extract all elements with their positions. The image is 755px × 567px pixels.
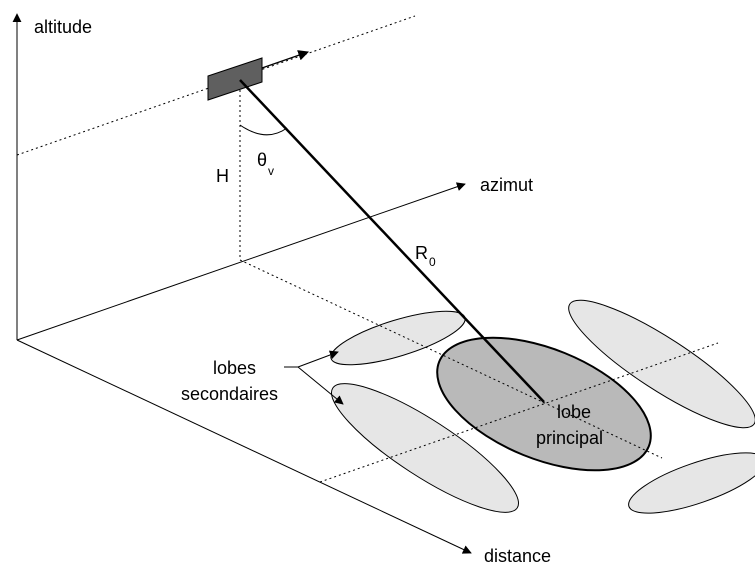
side-lobe-bottom-right	[628, 452, 755, 514]
side-lobe-pointers	[284, 350, 344, 405]
theta-label: θ	[257, 150, 267, 170]
side-lobe-bottom-left	[330, 383, 520, 513]
side-lobe-top-right	[568, 299, 755, 429]
main-lobe-label-line2: principal	[536, 428, 603, 448]
azimuth-label: azimut	[480, 175, 533, 195]
main-lobe	[436, 336, 652, 472]
distance-label: distance	[484, 546, 551, 566]
height-label: H	[216, 166, 229, 186]
side-lobes-label-line1: lobes	[213, 358, 256, 378]
radar-platform	[207, 57, 263, 101]
look-angle-arc	[239, 124, 288, 136]
range-subscript: 0	[429, 255, 436, 269]
azimuth-axis	[16, 182, 466, 341]
theta-subscript: v	[268, 164, 274, 178]
velocity-arrow	[261, 50, 310, 69]
distance-axis	[16, 339, 472, 554]
main-lobe-label-line1: lobe	[557, 402, 591, 422]
slant-range-line	[239, 79, 545, 403]
side-lobes-label-line2: secondaires	[181, 384, 278, 404]
range-label: R	[415, 243, 428, 263]
altitude-label: altitude	[34, 17, 92, 37]
